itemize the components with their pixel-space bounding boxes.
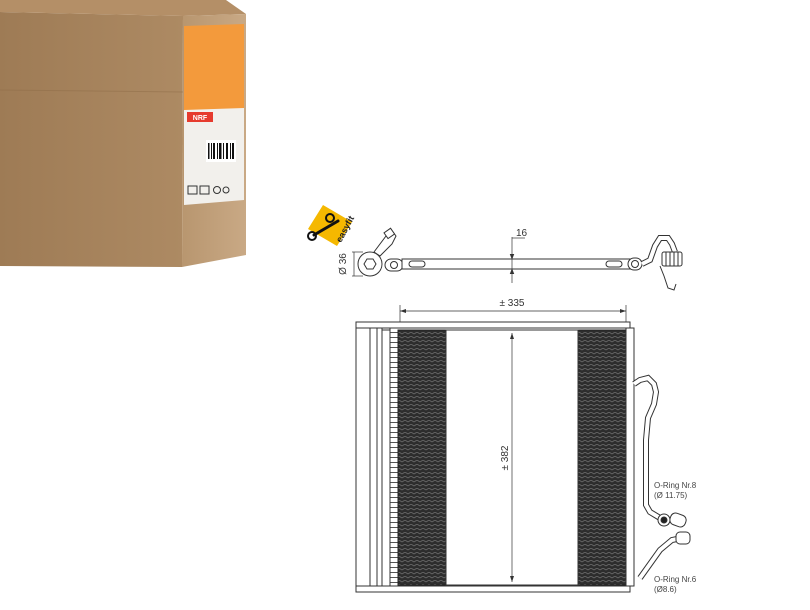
box-front-face	[0, 12, 183, 267]
fin-block-right	[577, 329, 627, 586]
front-view-drawing	[355, 305, 691, 593]
dimension-core-width: ± 335	[500, 298, 525, 309]
lower-connector	[675, 531, 691, 545]
dimension-pipe-width: 16	[516, 228, 528, 239]
oring-lower-name: O-Ring Nr.6	[654, 575, 697, 584]
dimension-tube-diameter: Ø 36	[338, 253, 349, 275]
wrench-icon	[307, 213, 340, 241]
dimension-core-height: ± 382	[500, 445, 511, 470]
certification-marks-icon	[187, 185, 230, 195]
right-header-tank	[625, 327, 635, 587]
easyfit-badge: easyfit	[307, 205, 356, 246]
product-box: NRF	[0, 0, 246, 267]
main-pipe	[401, 258, 636, 270]
oring-upper-size: (Ø 11.75)	[654, 491, 688, 500]
top-view-drawing	[352, 227, 683, 291]
barcode-icon	[206, 140, 236, 162]
box-label-panel	[184, 24, 244, 120]
brand-logo	[187, 112, 213, 122]
brand-name: NRF	[193, 115, 208, 122]
mount-bracket	[384, 258, 404, 272]
fin-block-left	[397, 329, 447, 586]
oring-lower-size: (Ø8.6)	[654, 585, 677, 594]
oring-upper-name: O-Ring Nr.8	[654, 481, 697, 490]
box-top-face	[0, 0, 246, 16]
left-header-tank	[355, 325, 383, 589]
